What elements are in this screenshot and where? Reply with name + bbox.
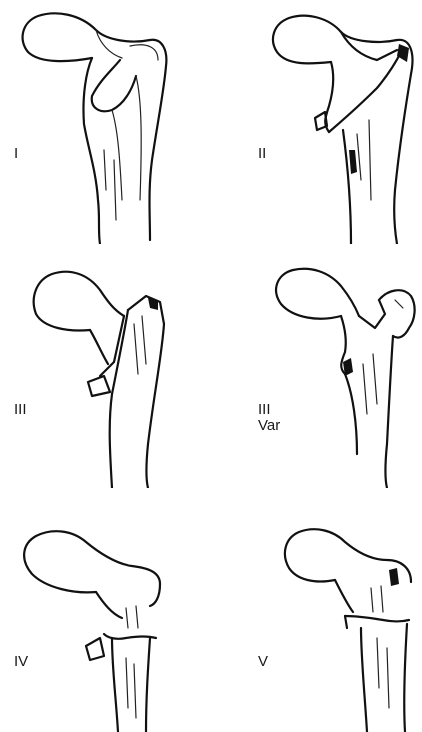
fracture-type-1-panel: I (0, 0, 211, 244)
figure-label-type-4: IV (14, 653, 28, 670)
femur-type-2-drawing (211, 0, 422, 244)
fracture-type-2-panel: II (211, 0, 422, 244)
figure-label-type-3: III (14, 401, 27, 418)
figure-sublabel-var: Var (258, 417, 280, 434)
femur-type-5-drawing (211, 488, 422, 732)
femur-type-1-drawing (0, 0, 211, 244)
figure-label-type-5: V (258, 653, 268, 670)
femur-type-3-drawing (0, 244, 211, 488)
fracture-type-3-panel: III (0, 244, 211, 488)
fracture-type-3-variant-panel: III Var (211, 244, 422, 488)
figure-label-type-3-var: III (258, 401, 271, 418)
femur-type-3-variant-drawing (211, 244, 422, 488)
figure-label-type-2: II (258, 145, 266, 162)
fracture-type-5-panel: V (211, 488, 422, 732)
femur-type-4-drawing (0, 488, 211, 732)
fracture-type-4-panel: IV (0, 488, 211, 732)
figure-label-type-1: I (14, 145, 18, 162)
